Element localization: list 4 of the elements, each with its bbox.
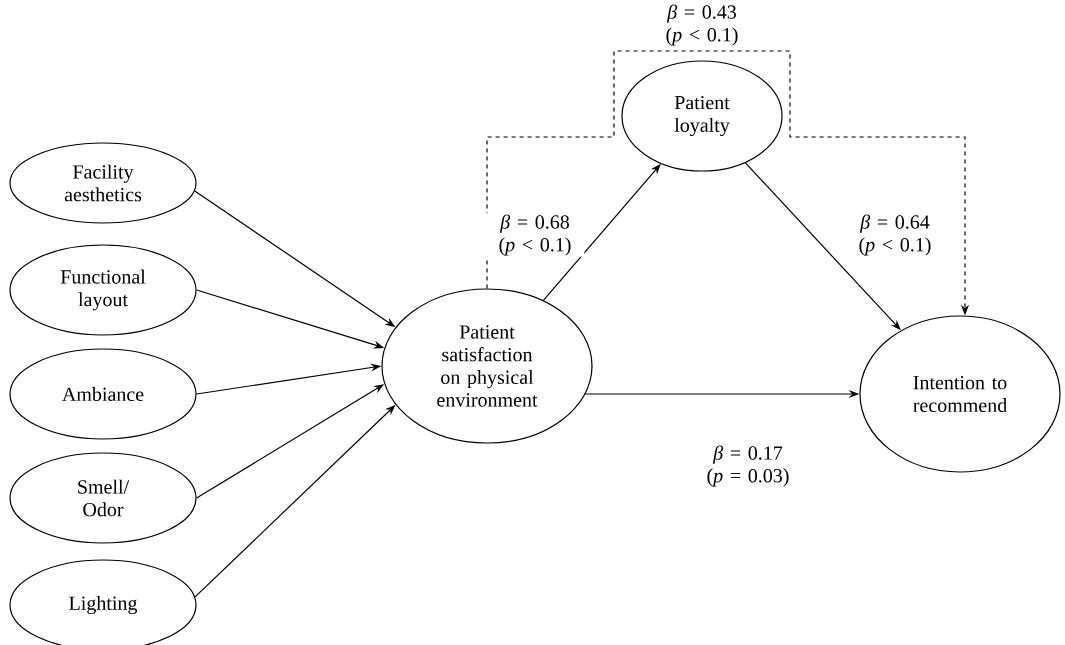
edge-label: β = 0.64 (p < 0.1) [845,213,945,257]
edge-label: β = 0.43 (p < 0.1) [652,3,752,47]
edge-label: β = 0.68 (p < 0.1) [485,213,585,257]
edge-label: β = 0.17 (p = 0.03) [698,444,798,488]
